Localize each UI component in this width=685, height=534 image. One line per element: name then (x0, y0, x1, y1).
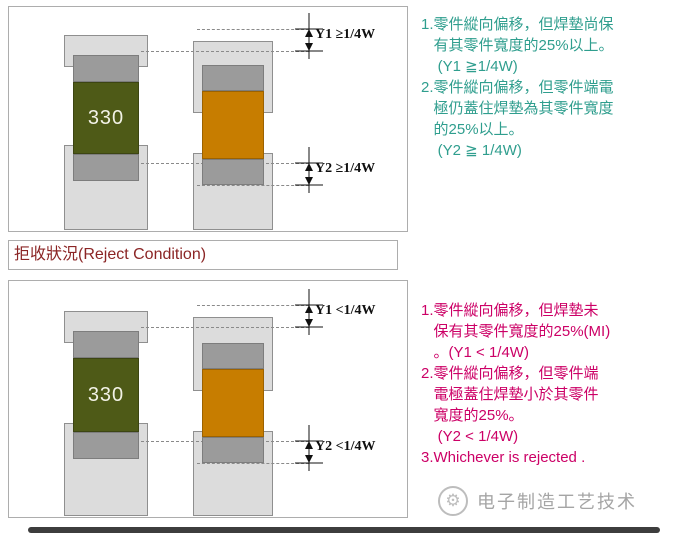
chip-terminal-top (202, 65, 264, 91)
extension-line (141, 51, 309, 52)
dimension-label-y1: Y1 <1/4W (315, 303, 376, 318)
chip-terminal-top (202, 343, 264, 369)
chip-terminal-top (73, 55, 139, 82)
dimension-arrow-icon (295, 425, 323, 471)
dimension-label-y2: Y2 ≥1/4W (315, 161, 376, 176)
chip-terminal-bottom (202, 437, 264, 463)
dimension-arrow-icon (295, 289, 323, 335)
reject-condition-panel: 330 Y1 <1/4W Y2 <1/4W (8, 280, 408, 518)
chip-body-label: 330 (73, 82, 139, 154)
accept-condition-panel: 330 Y1 ≥1/4W Y2 ≥1/4W (8, 6, 408, 232)
chip-component-left: 330 (73, 331, 139, 459)
watermark: ⚙ 电子制造工艺技术 (438, 486, 637, 516)
chip-terminal-bottom (202, 159, 264, 185)
accept-notes-text: 1.零件縱向偏移，但焊墊尚保 有其零件寬度的25%以上。 (Y1 ≧1/4W) … (421, 16, 614, 159)
dimension-arrow-icon (295, 13, 323, 59)
watermark-text: 电子制造工艺技术 (477, 492, 637, 512)
extension-line (141, 327, 309, 328)
watermark-logo-icon: ⚙ (438, 486, 468, 516)
chip-component-left: 330 (73, 55, 139, 181)
dimension-label-y2: Y2 <1/4W (315, 439, 376, 454)
reject-condition-header: 拒收狀況(Reject Condition) (8, 240, 398, 270)
extension-line (197, 29, 309, 30)
chip-terminal-bottom (73, 432, 139, 459)
dimension-label-y1: Y1 ≥1/4W (315, 27, 376, 42)
chip-terminal-bottom (73, 154, 139, 181)
chip-body (202, 369, 264, 437)
chip-body (202, 91, 264, 159)
reject-notes-text: 1.零件縱向偏移，但焊墊未 保有其零件寬度的25%(MI) 。(Y1 < 1/4… (421, 302, 611, 466)
chip-component-right (202, 343, 264, 463)
chip-component-right (202, 65, 264, 185)
extension-line (197, 185, 309, 186)
extension-line (197, 305, 309, 306)
chip-terminal-top (73, 331, 139, 358)
chip-body-label: 330 (73, 358, 139, 432)
dimension-arrow-icon (295, 147, 323, 193)
extension-line (197, 463, 309, 464)
bottom-edge-bar (28, 527, 660, 533)
